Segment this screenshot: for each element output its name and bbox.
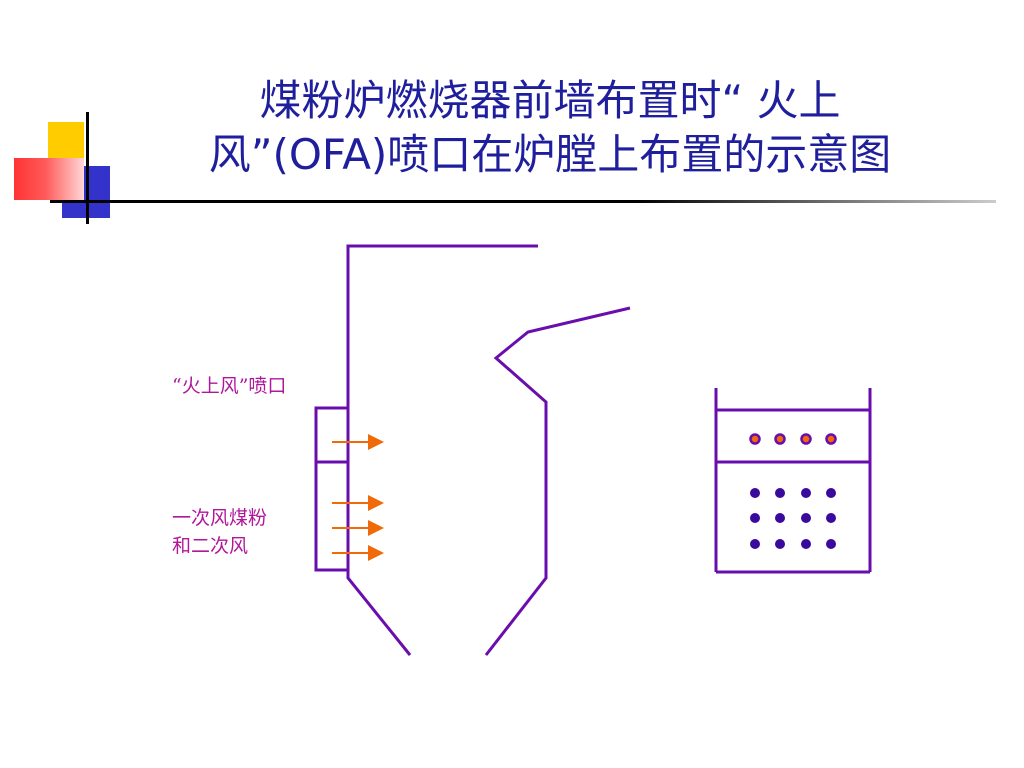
ofa-nozzle-dot: [749, 433, 761, 445]
primary-nozzle-grid: [750, 488, 836, 549]
logo-vertical-line: [86, 112, 89, 224]
airflow-arrows: [332, 434, 384, 561]
ofa-nozzle-dot: [800, 433, 812, 445]
primary-nozzle-dot: [775, 513, 785, 523]
logo-red-gradient-bar: [14, 158, 84, 200]
title-line-1: 煤粉炉燃烧器前墙布置时“ 火上: [259, 76, 841, 125]
primary-nozzle-dot: [750, 513, 760, 523]
burner-windbox: [314, 406, 348, 572]
primary-nozzle-dot: [826, 488, 836, 498]
title-line-2: 风”(OFA)喷口在炉膛上布置的示意图: [208, 130, 892, 179]
ofa-nozzle-dot: [825, 433, 837, 445]
primary-nozzle-dot: [826, 539, 836, 549]
primary-nozzle-dot: [801, 539, 811, 549]
ofa-nozzle-label: “火上风”喷口: [172, 375, 287, 397]
slide-title: 煤粉炉燃烧器前墙布置时“ 火上 风”(OFA)喷口在炉膛上布置的示意图: [100, 74, 1000, 182]
primary-air-label-line-1: 一次风煤粉: [172, 507, 268, 529]
front-view-panel: [714, 388, 872, 574]
primary-nozzle-dot: [826, 513, 836, 523]
primary-nozzle-dot: [750, 539, 760, 549]
primary-nozzle-dot: [801, 513, 811, 523]
logo-horizontal-line: [50, 200, 98, 203]
logo: [0, 0, 160, 240]
title-underline: [96, 200, 996, 203]
furnace-front-wall: [346, 244, 538, 656]
furnace-rear-wall: [484, 306, 631, 656]
ofa-nozzle-row: [749, 433, 837, 445]
primary-nozzle-dot: [775, 488, 785, 498]
primary-air-label-line-2: 和二次风: [172, 535, 249, 557]
primary-nozzle-dot: [801, 488, 811, 498]
primary-nozzle-dot: [775, 539, 785, 549]
furnace-side-view: [314, 244, 631, 656]
ofa-nozzle-dot: [774, 433, 786, 445]
primary-nozzle-dot: [750, 488, 760, 498]
